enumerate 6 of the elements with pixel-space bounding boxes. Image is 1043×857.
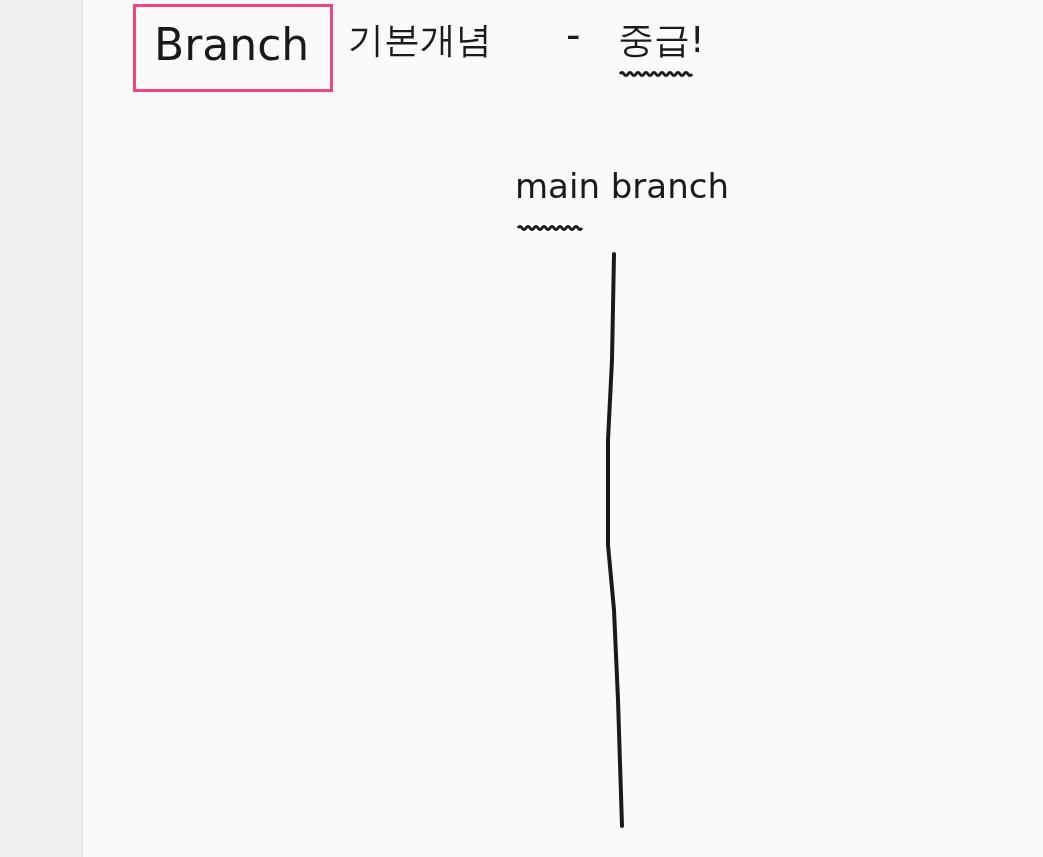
highlight-box bbox=[133, 4, 333, 92]
heading-text: 중급! bbox=[618, 18, 705, 62]
branch-label: main branch bbox=[515, 166, 729, 206]
dash-text: - bbox=[566, 12, 581, 58]
heading-text: 기본개념 bbox=[348, 18, 492, 62]
heading-text: Branch bbox=[154, 19, 311, 70]
